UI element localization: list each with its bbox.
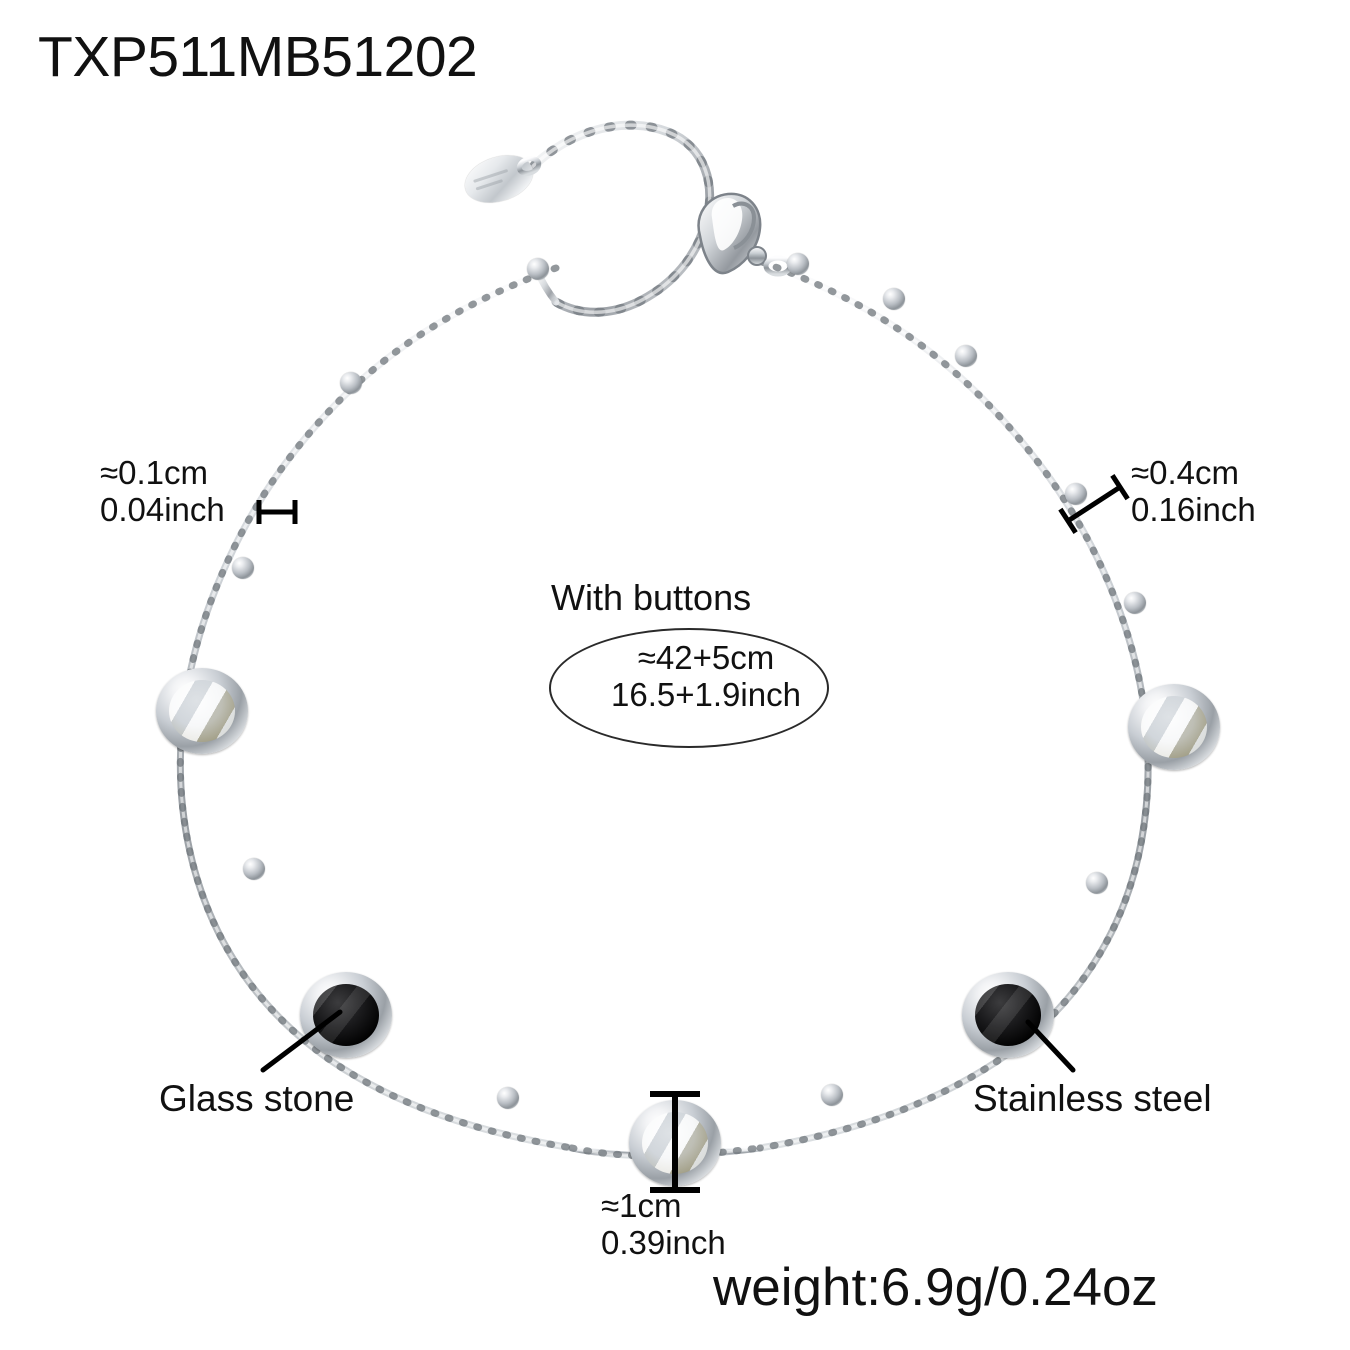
chain-bead bbox=[527, 258, 549, 280]
weight-label: weight:6.9g/0.24oz bbox=[713, 1258, 1158, 1317]
chain-bead bbox=[787, 253, 809, 275]
length-metric: ≈42+5cm bbox=[637, 639, 775, 676]
dimension-bar-stone-size bbox=[650, 1091, 700, 1193]
leader-line-stainless-steel bbox=[1025, 1019, 1076, 1073]
length-callout-ellipse bbox=[549, 628, 829, 748]
product-sku: TXP511MB51202 bbox=[38, 25, 478, 89]
chain-bead bbox=[955, 345, 977, 367]
length-callout-value: ≈42+5cm 16.5+1.9inch bbox=[586, 639, 826, 714]
stone-left-upper bbox=[156, 668, 248, 754]
bead-size-metric: ≈0.4cm bbox=[1131, 454, 1239, 491]
chain-bead bbox=[821, 1084, 843, 1106]
chain-width-imperial: 0.04inch bbox=[100, 490, 225, 528]
stone-size-annotation: ≈1cm 0.39inch bbox=[601, 1187, 726, 1262]
stone-size-metric: ≈1cm bbox=[601, 1187, 682, 1224]
stone-face bbox=[313, 984, 379, 1046]
chain-width-metric: ≈0.1cm bbox=[100, 454, 208, 491]
chain-bead bbox=[497, 1087, 519, 1109]
length-callout-heading: With buttons bbox=[551, 577, 752, 618]
glass-stone-label: Glass stone bbox=[159, 1078, 355, 1119]
stone-left-lower bbox=[300, 972, 392, 1058]
length-imperial: 16.5+1.9inch bbox=[611, 675, 801, 713]
bead-size-annotation: ≈0.4cm 0.16inch bbox=[1131, 454, 1256, 529]
leader-line-glass-stone bbox=[260, 1009, 343, 1073]
chain-bead bbox=[1086, 872, 1108, 894]
bead-size-imperial: 0.16inch bbox=[1131, 490, 1256, 528]
stone-face bbox=[1141, 696, 1207, 758]
chain-width-annotation: ≈0.1cm 0.04inch bbox=[100, 454, 225, 529]
stainless-steel-label: Stainless steel bbox=[973, 1078, 1212, 1119]
dimension-bar-bead-size bbox=[1058, 474, 1130, 534]
chain-bead bbox=[883, 288, 905, 310]
stone-right-lower bbox=[962, 972, 1054, 1058]
chain-bead bbox=[243, 858, 265, 880]
chain-bead bbox=[1065, 483, 1087, 505]
chain-bead bbox=[1124, 592, 1146, 614]
stone-size-imperial: 0.39inch bbox=[601, 1223, 726, 1261]
lobster-clasp bbox=[697, 192, 793, 277]
dimension-bar-chain-width bbox=[256, 500, 298, 524]
chain-bead bbox=[340, 372, 362, 394]
chain-bead bbox=[232, 557, 254, 579]
stone-right-upper bbox=[1128, 684, 1220, 770]
stone-face bbox=[975, 984, 1041, 1046]
stone-face bbox=[169, 680, 235, 742]
